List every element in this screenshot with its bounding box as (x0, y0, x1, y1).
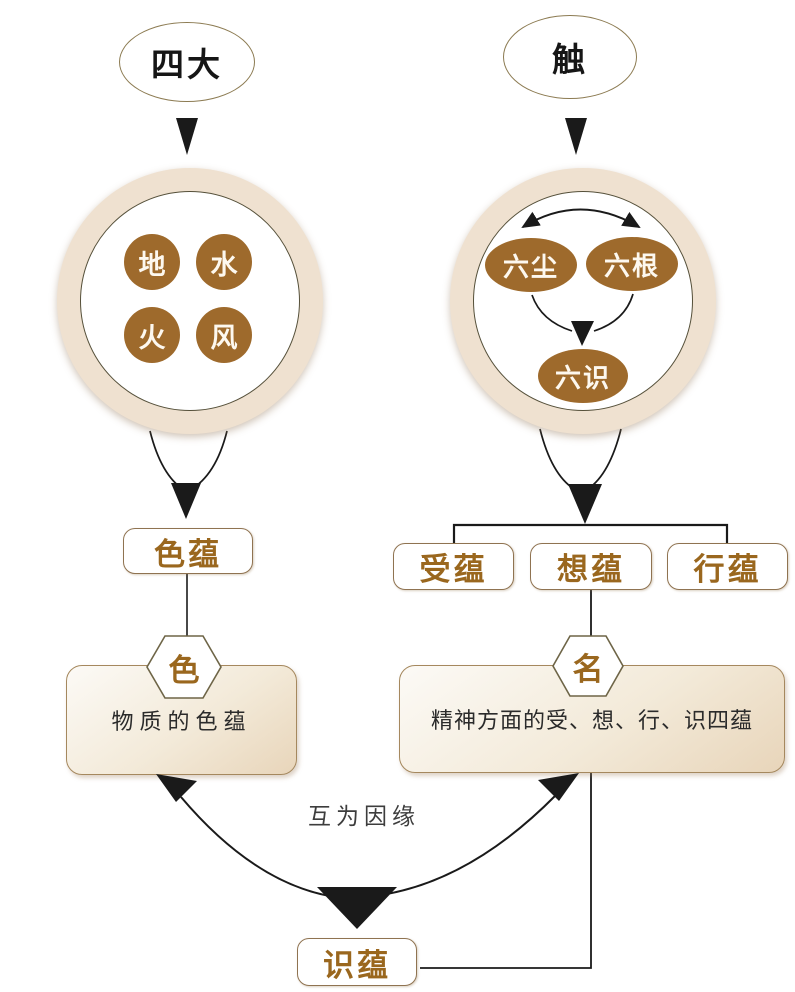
name-description-text: 精神方面的受、想、行、识四蕴 (430, 708, 753, 733)
six-consciousnesses-ellipse: 六识 (538, 349, 628, 403)
name-hexagon-label: 名 (572, 651, 604, 687)
four-elements-circle-inner (80, 191, 300, 411)
big-arrow-down-icon (317, 887, 397, 929)
six-dusts-label: 六尘 (502, 252, 559, 282)
form-aggregate-label: 色蕴 (154, 536, 222, 572)
converge-curve (539, 428, 575, 490)
converge-curve (587, 428, 622, 490)
four-elements-label: 四大 (151, 48, 223, 84)
formation-aggregate-label: 行蕴 (693, 552, 762, 587)
element-wind-circle: 风 (196, 307, 252, 363)
consciousness-aggregate-box: 识蕴 (297, 938, 417, 986)
arrow-up-left-icon (156, 774, 197, 802)
element-water-circle: 水 (196, 234, 252, 290)
converge-curve (149, 430, 185, 491)
arrow-up-right-icon (538, 773, 579, 801)
consciousness-aggregate-label: 识蕴 (323, 947, 391, 983)
form-hexagon-label: 色 (168, 652, 200, 688)
four-elements-circle (57, 168, 323, 434)
six-dusts-ellipse: 六尘 (485, 238, 577, 292)
form-aggregate-box: 色蕴 (123, 528, 253, 574)
mutual-condition-label: 互为因缘 (308, 804, 420, 829)
element-earth-circle: 地 (124, 234, 180, 290)
element-wind-label: 风 (210, 322, 238, 353)
element-earth-label: 地 (138, 249, 166, 280)
converge-curve (189, 430, 228, 491)
arrow-down-icon (568, 484, 602, 524)
arrow-down-icon (176, 118, 198, 155)
element-fire-label: 火 (138, 322, 166, 353)
arrow-down-icon (171, 483, 201, 519)
contact-label: 触 (552, 43, 588, 79)
contact-oval: 触 (503, 15, 637, 99)
six-roots-label: 六根 (603, 251, 660, 281)
bracket-line (452, 523, 729, 543)
arrow-down-icon (565, 118, 587, 155)
hexagon-shape (146, 635, 222, 699)
form-description-text: 物质的色蕴 (111, 709, 252, 734)
four-elements-oval: 四大 (119, 22, 255, 102)
feeling-aggregate-label: 受蕴 (419, 552, 488, 587)
form-hexagon: 色 (146, 635, 222, 699)
perception-aggregate-box: 想蕴 (530, 543, 652, 590)
name-hexagon: 名 (552, 635, 624, 697)
perception-aggregate-label: 想蕴 (557, 552, 625, 587)
feeling-aggregate-box: 受蕴 (393, 543, 514, 590)
six-consciousnesses-label: 六识 (554, 363, 611, 393)
element-fire-circle: 火 (124, 307, 180, 363)
six-roots-ellipse: 六根 (586, 237, 678, 291)
formation-aggregate-box: 行蕴 (667, 543, 788, 590)
element-water-label: 水 (210, 249, 238, 280)
